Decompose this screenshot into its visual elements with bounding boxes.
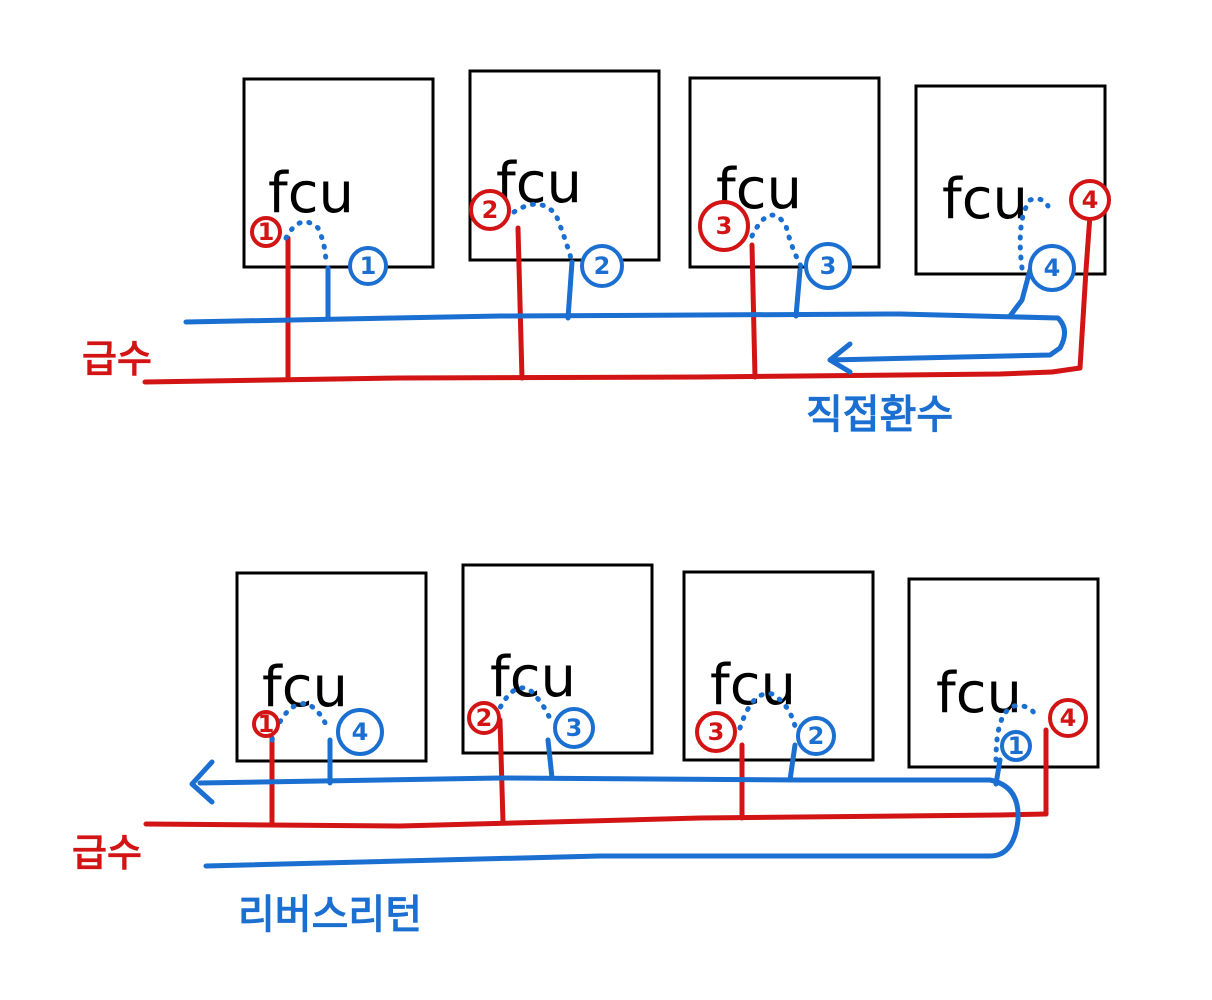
svg-text:1: 1 bbox=[258, 218, 275, 246]
supply-number-1: 1 bbox=[252, 710, 280, 738]
return-number-3: 3 bbox=[804, 242, 852, 290]
svg-text:2: 2 bbox=[476, 704, 493, 732]
return-branch-4 bbox=[1007, 267, 1033, 319]
svg-text:3: 3 bbox=[820, 252, 837, 280]
coil-path-4 bbox=[1017, 196, 1051, 271]
supply-number-4: 4 bbox=[1048, 698, 1088, 738]
svg-text:4: 4 bbox=[1082, 186, 1099, 214]
return-branch-2 bbox=[545, 737, 555, 781]
reverse-return-diagram: fcu fcu fcu fcu 1 2 3 bbox=[72, 563, 1100, 938]
svg-text:2: 2 bbox=[482, 196, 499, 224]
return-arrow-head bbox=[827, 341, 853, 375]
svg-text:1: 1 bbox=[258, 710, 275, 738]
supply-label: 급수 bbox=[82, 337, 152, 381]
return-type-label: 직접환수 bbox=[806, 392, 953, 438]
coil-path-4 bbox=[993, 703, 1039, 763]
fcu-label: fcu bbox=[710, 653, 796, 718]
coil-path-2 bbox=[493, 685, 555, 727]
fcu-box-4 bbox=[907, 577, 1100, 769]
coil-path-1 bbox=[269, 701, 331, 743]
return-main-pipe bbox=[183, 311, 1067, 363]
svg-text:2: 2 bbox=[594, 252, 611, 280]
return-number-2: 2 bbox=[580, 244, 624, 288]
svg-text:4: 4 bbox=[1060, 704, 1077, 732]
return-number-4: 4 bbox=[1028, 244, 1076, 292]
return-branch-3 bbox=[793, 267, 803, 319]
return-main-pipe bbox=[197, 775, 1021, 869]
coil-path-3 bbox=[749, 212, 805, 271]
supply-main-pipe bbox=[143, 811, 1049, 829]
supply-number-4: 4 bbox=[1069, 179, 1111, 221]
coil-path-1 bbox=[283, 219, 329, 268]
svg-text:2: 2 bbox=[808, 722, 825, 750]
fcu-label: fcu bbox=[936, 661, 1022, 726]
supply-number-2: 2 bbox=[467, 701, 501, 735]
direct-return-diagram: fcu fcu fcu fcu 1 2 3 bbox=[82, 69, 1111, 438]
fcu-box-3 bbox=[688, 76, 881, 269]
supply-number-2: 2 bbox=[469, 189, 511, 231]
fcu-box-2 bbox=[461, 563, 654, 755]
fcu-box-2 bbox=[468, 69, 661, 262]
fcu-label: fcu bbox=[262, 655, 348, 720]
svg-text:3: 3 bbox=[708, 718, 725, 746]
return-branch-4 bbox=[993, 757, 1003, 787]
supply-main-pipe bbox=[142, 369, 1055, 385]
svg-text:4: 4 bbox=[352, 718, 369, 746]
return-type-label: 리버스리턴 bbox=[238, 892, 422, 938]
return-arrow-head bbox=[189, 759, 215, 805]
fcu-label: fcu bbox=[268, 161, 354, 226]
supply-branch-2 bbox=[515, 225, 525, 381]
svg-text:1: 1 bbox=[360, 252, 377, 280]
return-number-4: 1 bbox=[1000, 730, 1032, 762]
return-number-2: 3 bbox=[553, 707, 595, 749]
coil-path-3 bbox=[737, 691, 799, 733]
return-number-3: 2 bbox=[796, 716, 836, 756]
fcu-label: fcu bbox=[490, 645, 576, 710]
supply-number-3: 3 bbox=[698, 200, 750, 252]
supply-branch-3 bbox=[749, 242, 758, 380]
supply-branch-2 bbox=[497, 717, 506, 825]
fcu-box-4 bbox=[914, 84, 1107, 276]
svg-text:1: 1 bbox=[1008, 732, 1025, 760]
svg-text:3: 3 bbox=[566, 714, 583, 742]
return-branch-3 bbox=[787, 742, 798, 783]
supply-riser-4 bbox=[1049, 212, 1093, 375]
coil-path-2 bbox=[511, 201, 575, 265]
return-branch-2 bbox=[565, 259, 575, 321]
svg-text:3: 3 bbox=[716, 212, 733, 240]
svg-text:4: 4 bbox=[1044, 254, 1061, 282]
fcu-box-1 bbox=[242, 77, 435, 269]
supply-number-3: 3 bbox=[695, 711, 737, 753]
supply-label: 급수 bbox=[72, 831, 142, 875]
return-number-1: 4 bbox=[336, 708, 384, 756]
fcu-box-3 bbox=[682, 570, 875, 762]
fcu-label: fcu bbox=[942, 167, 1028, 232]
supply-number-1: 1 bbox=[250, 216, 282, 248]
return-number-1: 1 bbox=[348, 246, 388, 286]
